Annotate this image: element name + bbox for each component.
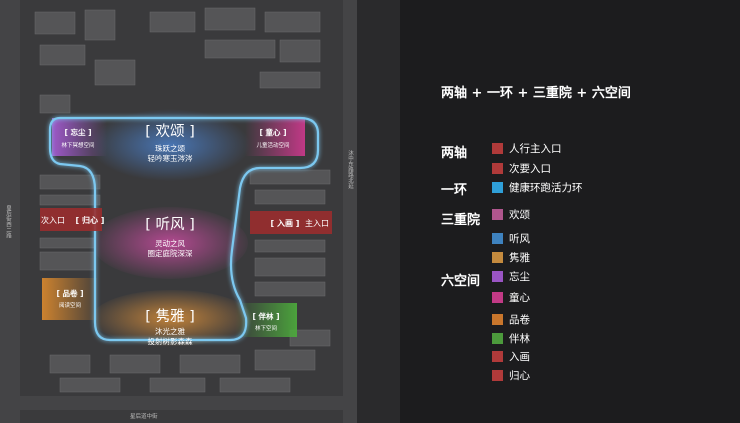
juanya-glow [92,290,252,346]
main-entry-label: 主入口 [305,218,329,228]
swatch-juanya [492,251,503,263]
swatch-ruhua [492,350,503,362]
tingfeng-line2: 圈定庭院深深 [148,248,193,258]
legend-item-banlin: 伴林 [492,331,530,345]
legend-label-juanya: 隽雅 [509,251,530,264]
legend-label-tongxin: 童心 [509,291,530,304]
building-blocks [34,7,331,393]
west-road [0,0,20,423]
guixin-tag: [ 归心 ] [76,215,105,225]
legend-label-tingfeng: 听风 [509,232,530,245]
legend-item-wangchen: 忘尘 [492,269,530,283]
second-entry-label: 次入口 [41,215,65,225]
juanya-title: [ 隽雅 ] [145,308,195,325]
juanya-line1: 沐光之雅 [155,326,185,336]
legend-item-juanya: 隽雅 [492,250,530,264]
swatch-huansong [492,208,503,220]
pinjuan-sub: 阅读空间 [59,301,81,309]
legend-item-tongxin: 童心 [492,290,530,304]
legend-ring-title: 一环 [441,183,468,198]
east-road [343,0,357,423]
swatch-wangchen [492,270,503,282]
tongxin-tag: [ 童心 ] [259,127,286,137]
main-entry-bar [250,211,332,234]
site-plan-map: [ 欢颂 ] 珠跃之颂 轻吟寒玉涔涔 [ 听风 ] 灵动之风 圈定庭院深深 [ … [0,0,400,423]
legend-label-huansong: 欢颂 [509,208,530,221]
pinjuan-glow [42,278,97,320]
legend-label-pinjuan: 品卷 [509,313,530,326]
legend-item-tingfeng: 听风 [492,231,530,245]
juanya-line2: 投射树影森森 [148,336,193,346]
legend-item-huansong: 欢颂 [492,207,530,221]
banlin-sub: 林下空间 [255,324,277,332]
south-road-label: 星后道中街 [130,412,158,420]
wangchen-glow [52,118,107,156]
tingfeng-glow [92,207,248,279]
swatch-guixin [492,369,503,381]
huansong-glow [90,109,250,181]
swatch-second-entry [492,162,503,174]
legend-panel [400,0,740,423]
legend-label-wangchen: 忘尘 [509,270,530,283]
banlin-tag: [ 伴林 ] [252,311,279,321]
east-road-label: 沐中东路路北延 [347,149,354,190]
swatch-tongxin [492,291,503,303]
west-road-label: 皇后街西二路 [5,204,12,240]
legend-item-main-entry: 人行主入口 [492,141,562,155]
tingfeng-line1: 灵动之风 [155,238,185,248]
swatch-pinjuan [492,313,503,325]
ring-path [48,116,320,342]
legend-label-banlin: 伴林 [509,332,530,345]
swatch-banlin [492,332,503,344]
south-road [20,396,350,410]
huansong-line2: 轻吟寒玉涔涔 [148,153,193,163]
legend-label-guixin: 归心 [509,369,530,382]
legend-axis-title: 两轴 [441,146,468,161]
headline: 两轴 + 一环 + 三重院 + 六空间 [441,86,631,101]
tingfeng-title: [ 听风 ] [145,216,195,233]
huansong-line1: 珠跃之颂 [155,143,185,153]
second-entry-bar [40,208,102,231]
legend-item-guixin: 归心 [492,368,530,382]
ruhua-tag: [ 入画 ] [271,219,300,228]
wangchen-tag: [ 忘尘 ] [64,127,91,137]
legend-item-ruhua: 入画 [492,349,530,363]
swatch-main-entry [492,142,503,154]
swatch-ring [492,181,503,193]
legend-label-ring: 健康环跑活力环 [509,181,583,194]
legend-space-title: 六空间 [441,274,481,289]
wangchen-sub: 林下冥想空间 [61,141,94,149]
huansong-title: [ 欢颂 ] [145,123,195,140]
tongxin-sub: 儿童活动空间 [256,141,289,149]
pinjuan-tag: [ 品卷 ] [56,288,83,298]
legend-label-second-entry: 次要入口 [509,162,551,175]
tongxin-glow [245,118,305,156]
legend-item-pinjuan: 品卷 [492,312,530,326]
legend-item-ring: 健康环跑活力环 [492,180,583,194]
swatch-tingfeng [492,232,503,244]
legend-item-second-entry: 次要入口 [492,161,551,175]
legend-label-ruhua: 入画 [509,350,530,363]
legend-label-main-entry: 人行主入口 [509,142,562,155]
legend-courtyard-title: 三重院 [441,213,481,228]
